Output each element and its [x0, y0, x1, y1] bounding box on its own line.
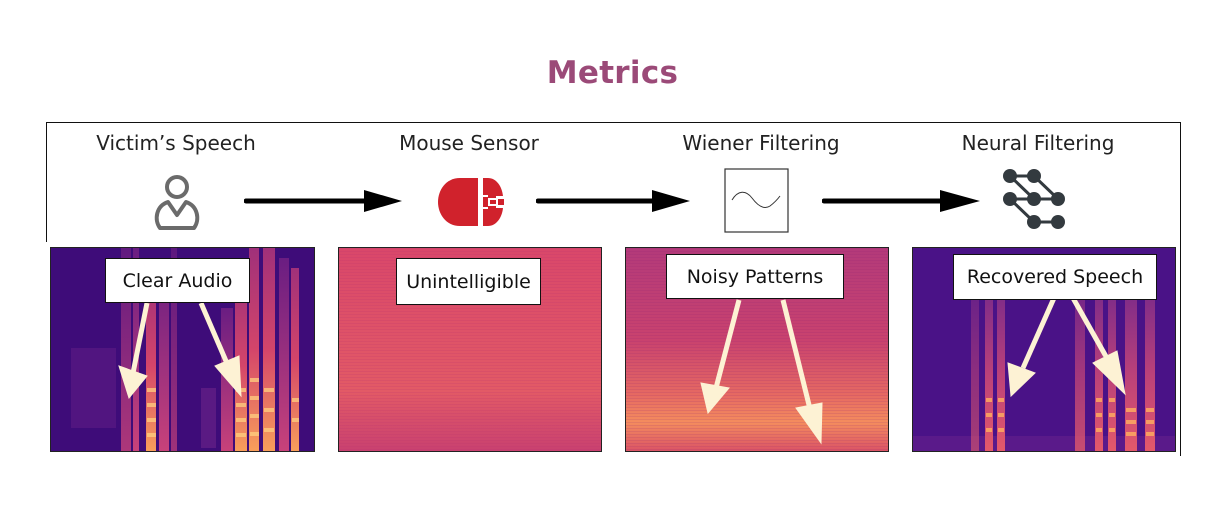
neural-network-icon	[1000, 166, 1076, 232]
stage-label-wiener-filtering: Wiener Filtering	[682, 131, 840, 155]
flow-arrow-3	[822, 188, 982, 214]
spectrogram-clear-audio: Clear Audio	[50, 247, 315, 452]
flow-arrow-1	[244, 188, 404, 214]
pipeline-frame-top-border	[46, 122, 1181, 123]
spectrogram-noisy-patterns: Noisy Patterns	[625, 247, 889, 452]
person-icon	[152, 170, 202, 236]
stage-label-victims-speech: Victim’s Speech	[96, 131, 256, 155]
callout-unintelligible: Unintelligible	[396, 258, 541, 305]
pipeline-frame-left-border	[46, 122, 47, 242]
page-title: Metrics	[546, 55, 679, 91]
stage-label-mouse-sensor: Mouse Sensor	[399, 131, 539, 155]
mouse-icon	[436, 176, 508, 228]
callout-recovered-speech: Recovered Speech	[953, 254, 1157, 300]
spectrogram-unintelligible: Unintelligible	[338, 247, 602, 452]
callout-noisy-patterns: Noisy Patterns	[666, 254, 844, 299]
stage-label-neural-filtering: Neural Filtering	[961, 131, 1115, 155]
callout-clear-audio: Clear Audio	[105, 258, 250, 303]
sine-wave-filter-icon	[724, 168, 790, 234]
pipeline-frame-right-border	[1180, 122, 1181, 456]
flow-arrow-2	[536, 188, 692, 214]
spectrogram-recovered-speech: Recovered Speech	[912, 247, 1176, 452]
